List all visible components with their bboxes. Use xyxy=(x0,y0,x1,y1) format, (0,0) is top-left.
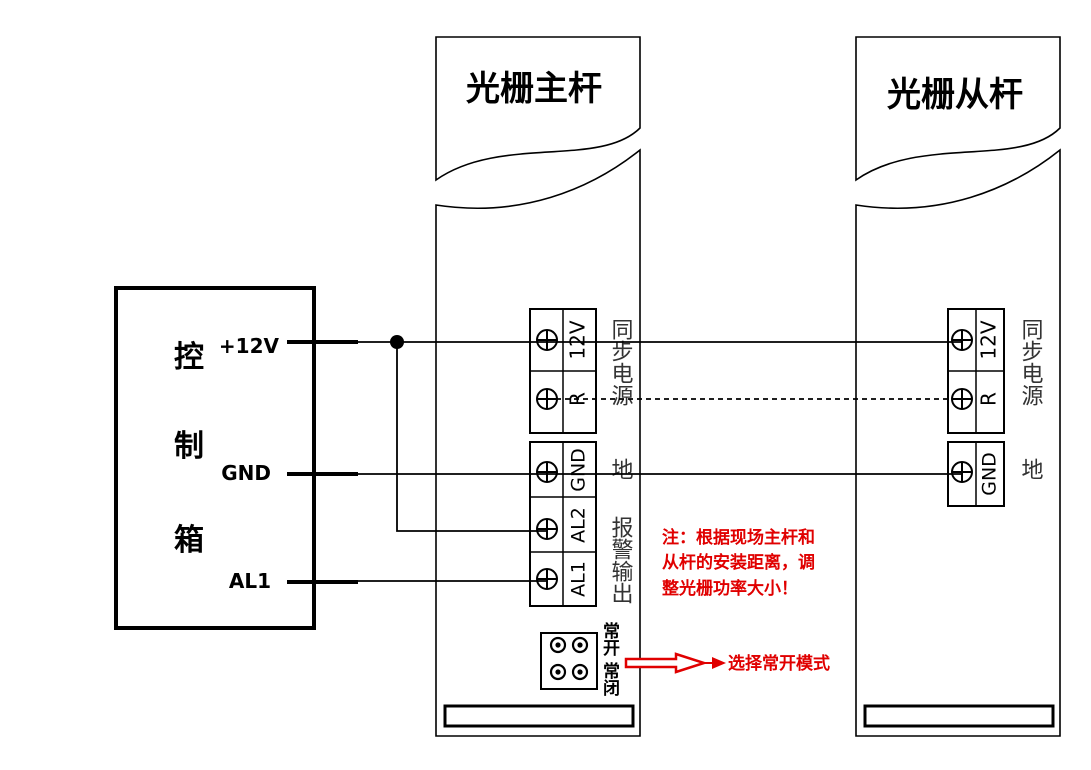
notes: 注：根据现场主杆和 从杆的安装距离，调 整光栅功率大小！ 选择常开模式 xyxy=(624,527,830,674)
slave-pole: 光栅从杆 12V R GND 同步电源 地 xyxy=(855,36,1061,737)
master-pole: 光栅主杆 xyxy=(435,36,641,737)
slave-pole-slot xyxy=(863,704,1055,728)
wire-12v-to-al2 xyxy=(396,342,547,532)
mode-arrow-icon xyxy=(624,652,709,674)
control-box-title-char-3: 箱 xyxy=(174,523,204,558)
wires xyxy=(358,335,962,582)
note-line-1: 注：根据现场主杆和 xyxy=(662,527,815,548)
master-terminal-al2: AL2 xyxy=(568,507,590,543)
jumper-label-no: 常开 xyxy=(599,621,620,657)
master-pole-head xyxy=(435,36,641,182)
control-box-port-al1: AL1 xyxy=(229,569,271,593)
master-terminal-al1: AL1 xyxy=(568,561,590,597)
master-label-sync-power: 同步电源 xyxy=(608,318,634,406)
master-pole-slot xyxy=(443,704,635,728)
control-box: 控 制 箱 +12V GND AL1 xyxy=(114,286,358,630)
mode-arrow-label: 选择常开模式 xyxy=(728,653,830,674)
slave-terminal-r: R xyxy=(977,392,1001,406)
master-terminal-gnd: GND xyxy=(568,448,590,492)
jumper-pin-icon xyxy=(549,636,589,681)
master-terminal-12v: 12V xyxy=(566,320,590,359)
screw-terminal-icon xyxy=(536,568,558,590)
control-box-title-char-1: 控 xyxy=(174,340,204,375)
mode-jumper xyxy=(540,632,598,690)
slave-terminal-gnd: GND xyxy=(979,452,1001,496)
screw-terminal-icon xyxy=(951,461,973,483)
mode-arrow-head-icon xyxy=(712,657,726,669)
note-line-3: 整光栅功率大小！ xyxy=(662,578,798,599)
control-box-port-12v: +12V xyxy=(219,334,280,358)
control-box-port-gnd: GND xyxy=(221,461,271,485)
screw-terminal-icon xyxy=(536,518,558,540)
master-label-alarm-output: 报警输出 xyxy=(608,516,634,604)
master-pole-title: 光栅主杆 xyxy=(466,69,602,109)
slave-label-ground: 地 xyxy=(1018,458,1044,480)
slave-terminal-12v: 12V xyxy=(977,320,1001,359)
junction-dot xyxy=(390,335,404,349)
slave-label-sync-power: 同步电源 xyxy=(1018,318,1044,406)
note-line-2: 从杆的安装距离，调 xyxy=(662,552,815,573)
control-box-frame xyxy=(114,286,316,630)
screw-terminal-icon xyxy=(536,461,558,483)
jumper-label-nc: 常闭 xyxy=(599,661,619,697)
slave-pole-title: 光栅从杆 xyxy=(887,75,1023,115)
screw-terminal-icon xyxy=(951,329,973,351)
screw-terminal-icon xyxy=(536,329,558,351)
master-label-ground: 地 xyxy=(608,458,634,480)
control-box-title-char-2: 制 xyxy=(174,429,204,464)
slave-pole-head xyxy=(855,36,1061,182)
